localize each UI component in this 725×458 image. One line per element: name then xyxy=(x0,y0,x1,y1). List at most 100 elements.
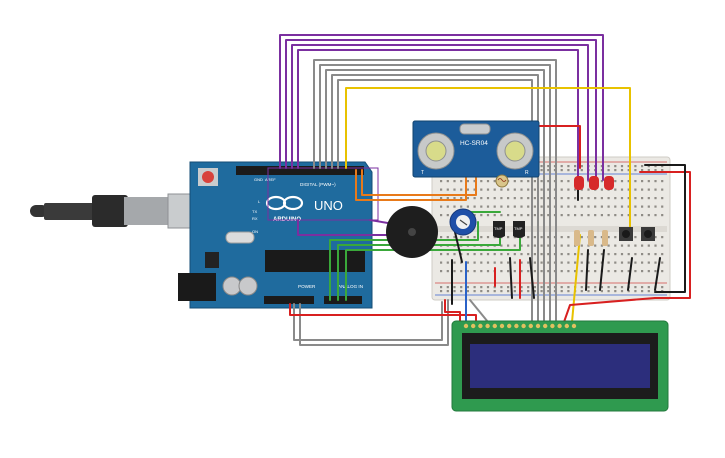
lcd-pin xyxy=(521,323,526,329)
breadboard-hole xyxy=(574,165,577,168)
breadboard-hole xyxy=(540,197,543,200)
breadboard-hole xyxy=(641,286,644,289)
resistor-1[interactable] xyxy=(574,230,580,246)
cable-end xyxy=(30,205,48,217)
breadboard-hole xyxy=(614,180,617,183)
lcd-pin xyxy=(543,323,548,329)
button-1-cap[interactable] xyxy=(622,230,630,238)
breadboard-hole xyxy=(641,214,644,217)
cable-sleeve xyxy=(44,203,96,220)
breadboard-hole xyxy=(460,253,463,256)
breadboard-hole xyxy=(540,286,543,289)
wire-black-4 xyxy=(585,249,589,291)
temp-sensor-1[interactable]: TMP xyxy=(493,221,505,238)
wire-purple-4 xyxy=(297,49,579,181)
breadboard-hole xyxy=(614,165,617,168)
capacitor-1 xyxy=(222,276,242,296)
breadboard-hole xyxy=(493,180,496,183)
breadboard-hole xyxy=(620,244,624,247)
breadboard-hole xyxy=(446,214,449,217)
digital-header xyxy=(236,166,364,175)
breadboard-hole xyxy=(634,180,637,183)
breadboard-hole xyxy=(654,261,657,264)
breadboard-hole xyxy=(466,286,469,289)
lcd-display[interactable] xyxy=(451,320,669,412)
photoresistor[interactable] xyxy=(495,174,509,188)
breadboard-hole xyxy=(466,290,469,293)
breadboard-hole xyxy=(513,253,516,256)
temp-sensor-2[interactable]: TMP xyxy=(513,221,525,238)
breadboard-hole xyxy=(641,188,644,191)
breadboard-hole xyxy=(540,205,543,208)
breadboard-hole xyxy=(547,205,550,208)
breadboard-hole xyxy=(446,236,449,239)
hc-sr04-sensor[interactable]: HC-SR04 T R xyxy=(412,120,540,178)
lcd-pin xyxy=(564,323,569,329)
led-2[interactable] xyxy=(589,176,599,190)
resistor-2[interactable] xyxy=(588,230,594,246)
sensor-label: HC-SR04 xyxy=(460,140,488,147)
breadboard-hole xyxy=(654,169,657,172)
button-2-cap[interactable] xyxy=(644,230,652,238)
breadboard-hole xyxy=(440,236,443,239)
wire-red-rail xyxy=(639,171,691,299)
breadboard-hole xyxy=(547,180,550,183)
potentiometer[interactable] xyxy=(449,208,477,236)
wire-orange-1 xyxy=(355,169,467,201)
breadboard-hole xyxy=(453,270,456,273)
tx-label: TX xyxy=(252,209,257,214)
transducer-t-mesh xyxy=(425,140,447,162)
breadboard-hole xyxy=(500,214,503,217)
breadboard-hole xyxy=(560,236,563,239)
lcd-pin-header xyxy=(463,323,577,329)
lcd-screen xyxy=(470,344,650,388)
breadboard-hole xyxy=(607,236,610,239)
breadboard-hole xyxy=(607,205,610,208)
breadboard-hole xyxy=(486,290,490,293)
breadboard-hole xyxy=(507,188,510,191)
breadboard-hole xyxy=(527,205,530,208)
breadboard-hole xyxy=(614,261,617,264)
breadboard-hole xyxy=(560,188,563,191)
breadboard-hole xyxy=(520,214,523,217)
breadboard-hole xyxy=(500,197,503,200)
push-button-1[interactable] xyxy=(619,227,633,241)
breadboard-hole xyxy=(533,286,536,289)
piezo-buzzer[interactable] xyxy=(386,206,438,258)
breadboard-hole xyxy=(446,253,449,256)
breadboard-hole xyxy=(580,286,583,289)
breadboard-hole xyxy=(533,214,536,217)
breadboard-hole xyxy=(574,188,577,191)
wire-black-6 xyxy=(627,257,633,291)
sensor-t-label: T xyxy=(421,170,424,176)
breadboard-hole xyxy=(614,169,617,172)
breadboard-hole xyxy=(567,188,570,191)
lcd-pin xyxy=(557,323,562,329)
breadboard-hole xyxy=(460,180,463,183)
resistor-3[interactable] xyxy=(602,230,608,246)
led-3[interactable] xyxy=(604,176,614,190)
breadboard-hole xyxy=(641,205,644,208)
breadboard-hole xyxy=(574,270,577,273)
breadboard-hole xyxy=(587,188,590,191)
breadboard-hole xyxy=(460,270,463,273)
breadboard-hole xyxy=(600,214,603,217)
breadboard-hole xyxy=(614,188,617,191)
breadboard-hole xyxy=(453,188,456,191)
reset-button[interactable] xyxy=(202,171,214,183)
breadboard-hole xyxy=(594,197,597,200)
digital-label: DIGITAL (PWM~) xyxy=(300,182,336,187)
breadboard-hole xyxy=(533,197,536,200)
breadboard-hole xyxy=(500,244,503,247)
breadboard-hole xyxy=(480,236,483,239)
breadboard-hole xyxy=(607,165,610,168)
breadboard-hole xyxy=(641,290,644,293)
breadboard-hole xyxy=(647,169,650,172)
push-button-2[interactable] xyxy=(641,227,655,241)
breadboard-hole xyxy=(440,180,443,183)
breadboard-hole xyxy=(547,197,550,200)
breadboard-hole xyxy=(446,180,449,183)
breadboard-hole xyxy=(627,261,630,264)
led-1[interactable] xyxy=(574,176,584,190)
arduino-uno-board[interactable]: DIGITAL (PWM~) AREF GND L TX RX ARDUINO … xyxy=(178,161,373,309)
